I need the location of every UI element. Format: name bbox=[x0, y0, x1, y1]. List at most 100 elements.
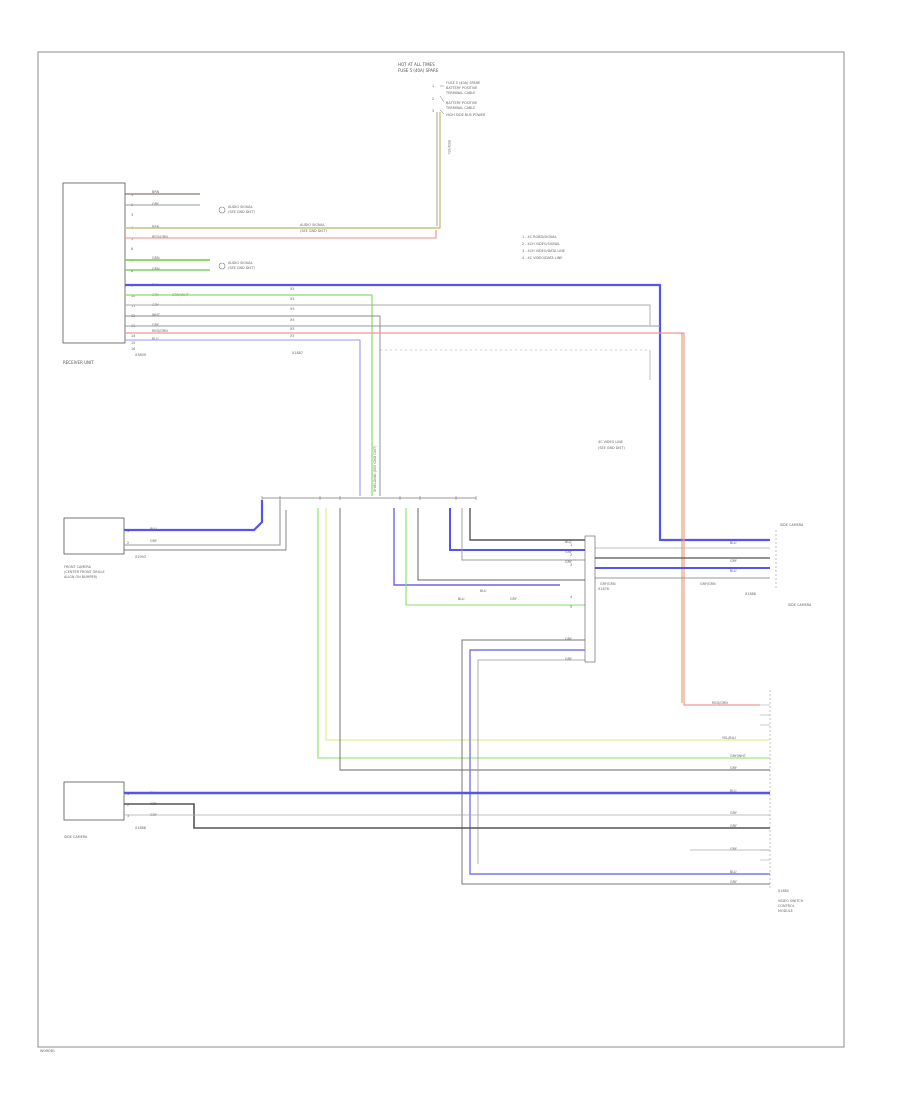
splice-bar bbox=[261, 496, 477, 500]
receiver-pin-label: 11 bbox=[131, 304, 135, 308]
rear-view-box bbox=[584, 535, 596, 663]
receiver-pin-label: 15 bbox=[131, 341, 135, 345]
connector-x1887: X1887 bbox=[292, 351, 303, 355]
rear-view-out-gry-2 bbox=[477, 659, 585, 864]
lower-wire-label: GRY bbox=[730, 847, 738, 851]
legend-line: 1 - 4C RGBD/SIGNAL bbox=[522, 235, 557, 239]
wire-label: BRN bbox=[152, 190, 160, 194]
right-upper-title: SIDE CAMERA bbox=[780, 523, 804, 527]
wire-wht bbox=[125, 315, 381, 496]
wire-blu-rv bbox=[393, 508, 560, 586]
receiver-unit-box bbox=[62, 182, 126, 344]
wire-yel bbox=[325, 508, 770, 741]
receiver-unit-name: RECEIVER UNIT bbox=[63, 360, 94, 365]
front-camera-gry bbox=[124, 500, 281, 546]
lower-wire-labels: RED/GRN YEL/BLU GRY/WHT GRY BLU GRY GRY … bbox=[712, 701, 747, 884]
lower-wire-label: RED/GRN bbox=[712, 701, 728, 705]
inline-label: X5 bbox=[290, 327, 294, 331]
fuse-leader-lines bbox=[439, 85, 445, 115]
mid-wire-label: GRY bbox=[565, 637, 573, 641]
wire-label: GRN bbox=[152, 267, 160, 271]
wire-label: WHT bbox=[152, 313, 161, 317]
wire-gry-rv-mid bbox=[461, 508, 585, 561]
splice-c-line-1: AUDIO SIGNAL bbox=[228, 261, 253, 265]
front-camera-line-2: (CENTER FRONT GRILLE bbox=[64, 570, 105, 574]
wire-red bbox=[125, 230, 437, 239]
mid-wire-label: BLU bbox=[730, 569, 737, 573]
front-camera-gry-2 bbox=[124, 510, 287, 551]
rear-view-pin: 3 bbox=[570, 563, 572, 567]
wire-label: GRY bbox=[152, 202, 160, 206]
rear-view-wire: GRY bbox=[510, 597, 518, 601]
lower-wire-label: YEL/BLU bbox=[722, 736, 736, 740]
front-camera: FRONT CAMERA (CENTER FRONT GRILLE ALIGN … bbox=[63, 500, 287, 579]
fuse-legend-line-3: TERMINAL CABLE bbox=[445, 91, 475, 95]
rear-view-out-gry bbox=[461, 639, 770, 885]
wire-red-grn bbox=[125, 332, 760, 706]
rear-view-connector: X1876 bbox=[598, 587, 609, 591]
lower-left-camera: SIDE CAMERA 1 2 3 BLU GRY GRY X1888 bbox=[63, 781, 770, 839]
lower-wire-label: GRY bbox=[730, 766, 738, 770]
receiver-pin-label: 7 bbox=[131, 259, 133, 263]
legend-top-right: 1 - 4C RGBD/SIGNAL 2 - 4CH VIDEO/SIGNAL … bbox=[522, 235, 565, 260]
legend-line: 3 - 4CH VIDEO/DATA LINE bbox=[522, 249, 565, 253]
receiver-pin-label: 10 bbox=[131, 294, 135, 298]
splice-bar-ticks bbox=[261, 496, 477, 500]
lower-right-line-3: MODULE bbox=[778, 909, 793, 913]
front-camera-box bbox=[63, 517, 125, 555]
wire-grn-lower bbox=[317, 508, 770, 759]
lower-left-camera-pin: 3 bbox=[127, 814, 129, 818]
wire-label: RED/GRN bbox=[152, 235, 168, 239]
receiver-wire-labels: BRN GRY BRN RED/GRN GRN GRN BLU GRY GRN/… bbox=[152, 190, 190, 341]
wire-gry-right bbox=[125, 304, 651, 325]
wire-label: GRN bbox=[152, 256, 160, 260]
front-camera-connector: X2993 bbox=[135, 555, 146, 559]
receiver-pin-label: 6 bbox=[131, 247, 133, 251]
receiver-pin-label: 8 bbox=[131, 269, 133, 273]
fuse-legend-line-6: HIGH SIDE BUS POWER bbox=[446, 113, 486, 117]
cam-label-line-1: 4C VIDEO LINE bbox=[598, 440, 623, 444]
lower-left-camera-pin: 2 bbox=[127, 803, 129, 807]
lower-right-line-2: CONTROL bbox=[778, 904, 795, 908]
rear-view-pin: 4 bbox=[570, 595, 572, 599]
rear-view-unit: X1876 1 2 3 4 5 BLU GRY bbox=[458, 535, 770, 885]
front-camera-line-3: ALIGN ON BUMPER) bbox=[64, 575, 98, 579]
lower-wire-label: BLU bbox=[730, 870, 737, 874]
wire-label: RED/GRN bbox=[152, 329, 168, 333]
fuse-pin-3: 3 bbox=[432, 109, 434, 113]
wire-grn-rv bbox=[405, 508, 595, 606]
wire-label: BRN bbox=[152, 225, 160, 229]
splice-callouts: AUDIO SIGNAL (SEE GND DIST) AUDIO SIGNAL… bbox=[218, 205, 328, 270]
splice-circle bbox=[218, 206, 226, 214]
receiver-pins: 1 2 3 4 5 6 7 8 9 10 11 12 13 14 15 16 bbox=[131, 193, 135, 351]
wires-receiver bbox=[125, 112, 770, 706]
wire-label: BLU bbox=[152, 337, 159, 341]
diagram-frame bbox=[37, 51, 845, 1048]
mid-wire-labels: BLU GRY GRY BLU GRY/GRN GRY/GRN BLU GRY … bbox=[480, 540, 738, 661]
wire-blu-main bbox=[125, 283, 770, 542]
lower-right-pin-stubs bbox=[760, 704, 770, 861]
footer-code: W0M0B1 bbox=[40, 1049, 55, 1053]
wire-blu-rv-top bbox=[449, 508, 585, 551]
splice-c-line-2: (SEE GND DIST) bbox=[228, 266, 256, 270]
lower-right-connector: X1880 bbox=[778, 889, 789, 893]
rear-view-out-blu bbox=[469, 649, 770, 875]
hot-at-all-times-line-2: FUSE 5 (40A) SPARE bbox=[398, 68, 439, 73]
mid-wire-label: GRY bbox=[565, 550, 573, 554]
rear-view-pin: 1 bbox=[570, 543, 572, 547]
hot-at-all-times-line-1: HOT AT ALL TIMES bbox=[398, 62, 435, 67]
lower-wire-label: GRY bbox=[730, 811, 738, 815]
front-camera-wire: GRY bbox=[150, 539, 158, 543]
wire-gry-lower bbox=[339, 508, 770, 771]
fuse-legend-line-5: TERMINAL CABLE bbox=[445, 106, 475, 110]
legend-line: 2 - 4CH VIDEO/SIGNAL bbox=[522, 242, 560, 246]
lower-gry bbox=[124, 803, 770, 829]
mid-wire-label: GRY/GRN bbox=[700, 582, 716, 586]
mid-wire-label: GRY bbox=[565, 657, 573, 661]
wire-gry-rv bbox=[417, 508, 585, 581]
mid-wire-label: BLU bbox=[565, 540, 572, 544]
receiver-pin-label: 16 bbox=[131, 347, 135, 351]
right-upper-name: SIDE CAMERA bbox=[788, 603, 812, 607]
inline-label: X5 bbox=[290, 287, 294, 291]
